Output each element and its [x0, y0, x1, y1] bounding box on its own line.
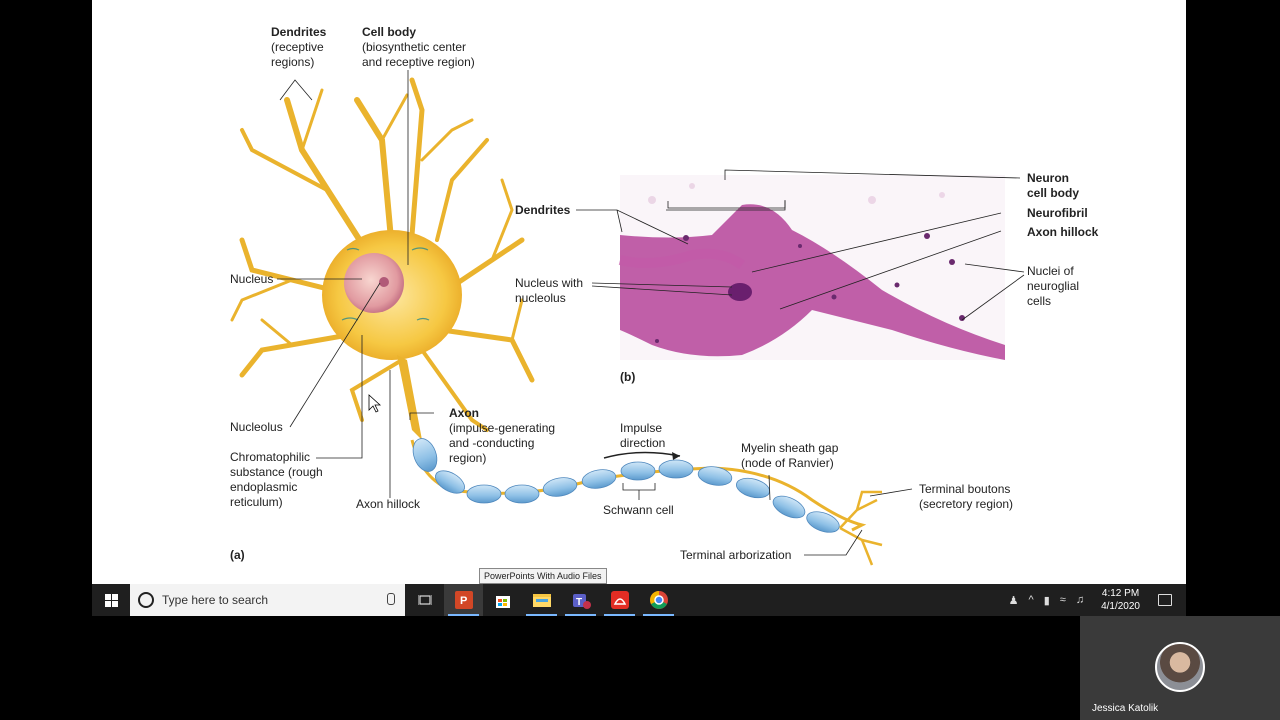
store-icon [495, 596, 510, 608]
label-dendrites: Dendrites [271, 25, 327, 39]
acrobat-icon [610, 591, 629, 609]
label-nucleolus: Nucleolus [230, 420, 283, 434]
clock-date: 4/1/2020 [1101, 601, 1140, 612]
windows-icon [104, 593, 118, 607]
neuron-illustration [230, 70, 1025, 566]
svg-text:P: P [460, 595, 467, 607]
microphone-icon[interactable] [387, 593, 395, 605]
taskbar-app-acrobat[interactable] [600, 584, 639, 616]
taskbar-app-chrome[interactable] [639, 584, 678, 616]
terminal-arborization [839, 490, 883, 566]
chevron-up-icon[interactable]: ^ [1028, 594, 1034, 606]
label-nucleus: Nucleus [230, 272, 274, 286]
powerpoint-icon: P [454, 591, 473, 609]
task-view-button[interactable] [405, 584, 444, 616]
taskbar-tooltip: PowerPoints With Audio Files [479, 568, 607, 584]
label-axon-hillock-a: Axon hillock [356, 497, 421, 511]
teams-icon: T [572, 594, 591, 609]
action-center-icon[interactable] [1158, 594, 1172, 606]
label-nucleus-with-nucleolus: Nucleus with nucleolus [515, 276, 584, 305]
svg-text:T: T [576, 597, 582, 608]
label-panel-b: (b) [620, 370, 636, 384]
system-tray: ♟ ^ ▮ ≈ ♫ 4:12 PM 4/1/2020 [1004, 584, 1186, 616]
start-button[interactable] [92, 584, 130, 616]
taskbar-search[interactable]: Type here to search [130, 584, 405, 616]
taskbar-app-file-explorer[interactable] [522, 584, 561, 616]
file-explorer-icon [532, 594, 551, 607]
label-axon-sub: (impulse-generating and -conducting regi… [449, 421, 556, 465]
label-neurofibril: Neurofibril [1027, 206, 1088, 220]
taskbar-app-powerpoint[interactable]: P [444, 584, 483, 616]
participant-name: Jessica Katolik [1092, 703, 1159, 714]
taskbar-clock[interactable]: 4:12 PM 4/1/2020 [1101, 587, 1140, 613]
label-schwann-cell: Schwann cell [603, 503, 674, 517]
label-neuron-cell-body: Neuron cell body [1027, 171, 1080, 200]
label-panel-a: (a) [230, 548, 245, 562]
taskbar-app-teams[interactable]: T [561, 584, 600, 616]
task-view-icon [417, 595, 432, 605]
taskbar-app-store[interactable] [483, 584, 522, 616]
label-chromatophilic: Chromatophilic substance (rough endoplas… [230, 450, 323, 509]
label-cell-body: Cell body [362, 25, 417, 39]
label-nuclei-neuroglial: Nuclei of neuroglial cells [1027, 264, 1080, 308]
volume-icon[interactable]: ♫ [1075, 594, 1085, 606]
label-myelin-gap: Myelin sheath gap (node of Ranvier) [741, 441, 839, 470]
taskbar: Type here to search P T ♟ ^ ▮ ≈ ♫ 4:12 P… [92, 584, 1186, 616]
nucleus-shape [344, 253, 404, 313]
clock-time: 4:12 PM [1101, 588, 1140, 599]
label-terminal-boutons: Terminal boutons (secretory region) [919, 482, 1014, 511]
slide: Dendrites (receptive regions) Cell body … [92, 0, 1186, 584]
people-icon[interactable]: ♟ [1008, 594, 1019, 607]
myelin-sheath [412, 438, 840, 533]
battery-icon[interactable]: ▮ [1043, 594, 1050, 607]
label-axon: Axon [449, 406, 479, 420]
chrome-icon [649, 591, 668, 609]
label-cell-body-sub: (biosynthetic center and receptive regio… [362, 40, 475, 69]
search-placeholder: Type here to search [162, 593, 269, 607]
label-axon-hillock-b: Axon hillock [1027, 225, 1099, 239]
micrograph [618, 175, 1005, 360]
label-dendrites-b: Dendrites [515, 203, 571, 217]
label-impulse-direction: Impulse direction [620, 421, 666, 450]
participant-avatar [1155, 642, 1205, 692]
wifi-icon[interactable]: ≈ [1059, 594, 1066, 606]
label-dendrites-sub: (receptive regions) [271, 40, 324, 69]
label-terminal-arborization: Terminal arborization [680, 548, 792, 562]
webcam-tile: Jessica Katolik [1080, 616, 1280, 720]
axon-hillock-shape [397, 355, 422, 440]
cortana-icon [138, 592, 154, 608]
